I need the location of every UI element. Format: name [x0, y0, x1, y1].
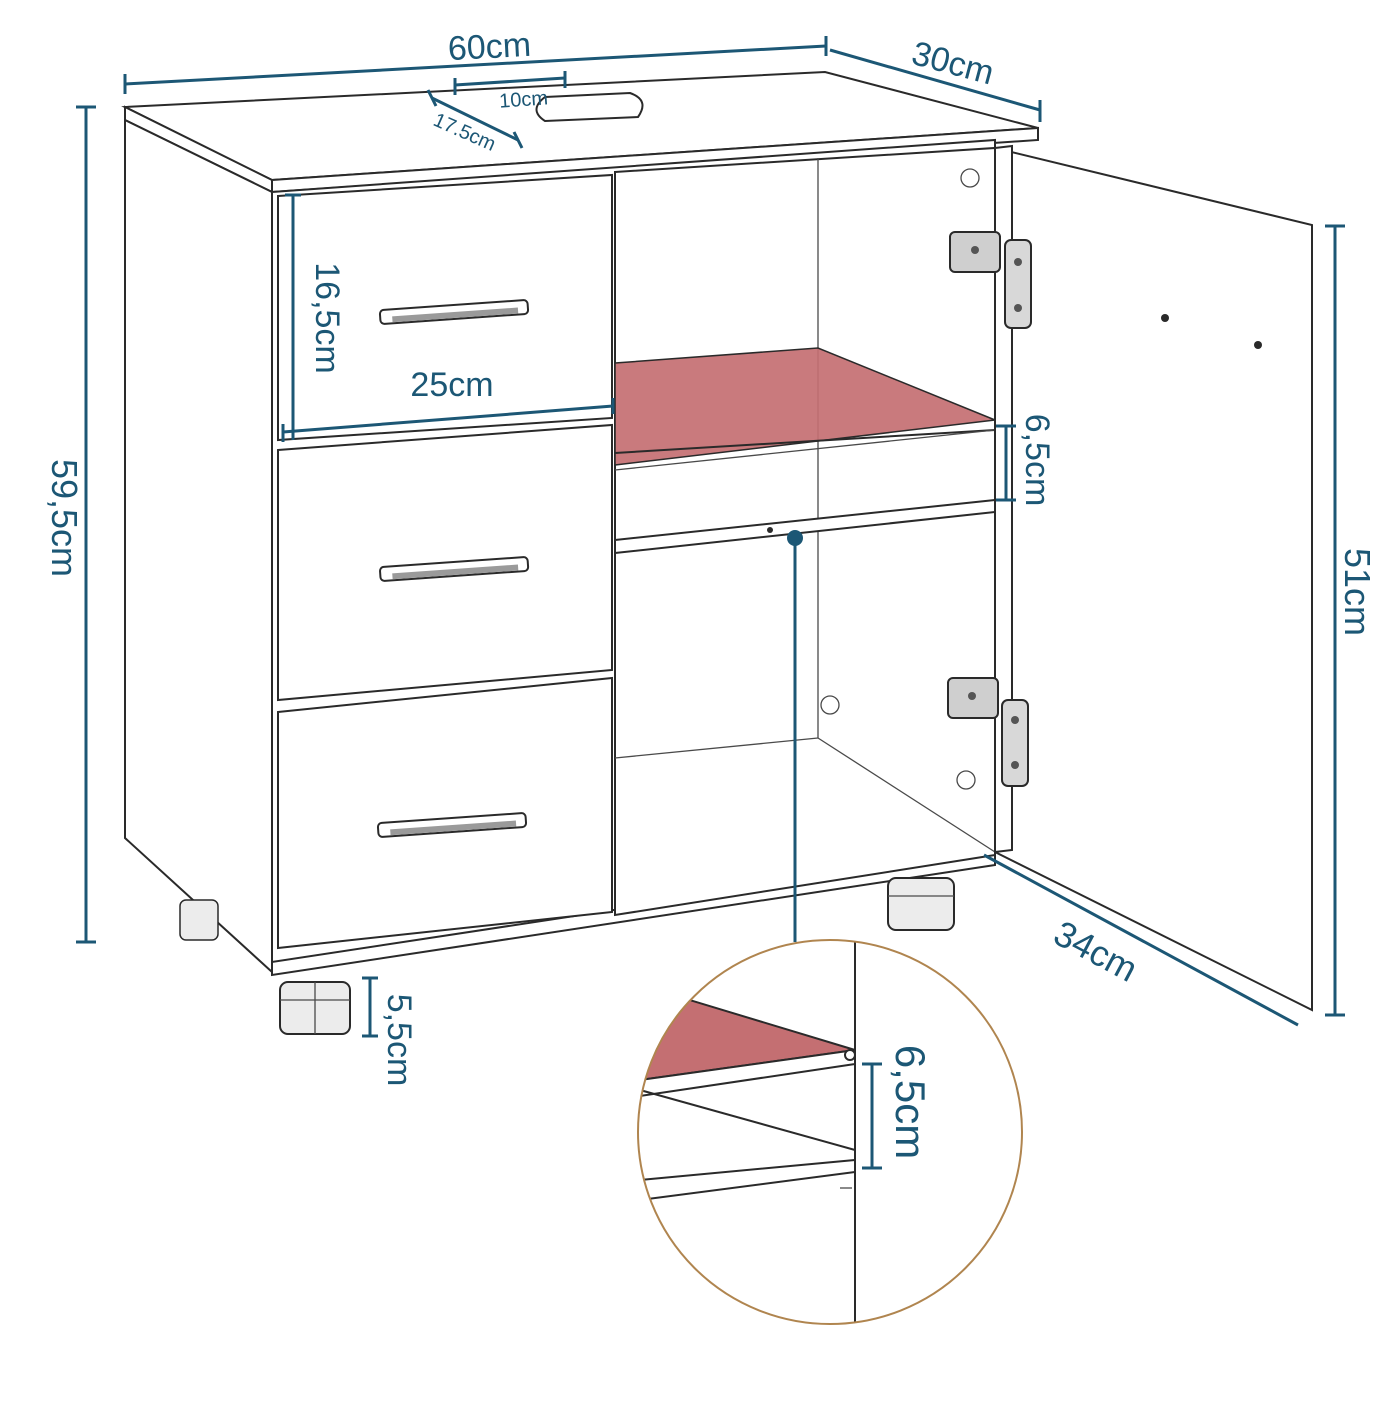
cabinet-left-side: [124, 118, 273, 975]
inset-shelf-side: [639, 1089, 856, 1151]
hinge-icon: [947, 677, 1029, 787]
door-screw-icon: [1161, 314, 1169, 322]
shelf-gap-label: 6,5cm: [1018, 414, 1056, 507]
compartment-floor-back: [614, 737, 819, 759]
pin-hole-icon: [960, 168, 980, 188]
sink-cutout: [535, 91, 644, 123]
shelf-lower-top: [614, 429, 996, 471]
door-width-line: [983, 853, 1299, 1027]
leg-height-label: 5,5cm: [380, 994, 418, 1087]
drawer-middle[interactable]: [277, 423, 613, 702]
shelf-upper-front: [614, 429, 996, 454]
pin-hole-icon: [956, 770, 976, 790]
height-label: 59,5cm: [44, 459, 85, 577]
drawer-width-line: [282, 404, 614, 434]
width-dimension-line: [124, 44, 827, 86]
detail-inset: 6,5cm: [637, 939, 1023, 1325]
drawer-width-label: 25cm: [410, 366, 493, 404]
leg-icon: [179, 899, 219, 941]
cabinet-top-front-edge: [271, 126, 1039, 194]
leg-icon: [279, 981, 351, 1035]
shelf-pin-icon: [767, 527, 773, 533]
door-width-label: 34cm: [1047, 912, 1144, 990]
door-screw-icon: [1254, 341, 1262, 349]
drawer-bottom[interactable]: [277, 676, 613, 950]
door-height-label: 51cm: [1337, 548, 1378, 636]
leg-icon: [887, 877, 955, 931]
drawer-height-label: 16,5cm: [308, 262, 346, 374]
depth-dimension-line: [829, 48, 1041, 112]
width-label: 60cm: [447, 26, 532, 68]
hinge-icon: [949, 231, 1032, 329]
pin-hole-icon: [820, 695, 840, 715]
cutout-depth-line: [431, 96, 519, 142]
cabinet: [121, 70, 1313, 1035]
cabinet-door[interactable]: [994, 144, 1313, 1012]
inset-gap-label: 6,5cm: [887, 1045, 934, 1159]
cutout-width-line: [454, 76, 566, 87]
dimension-lines: [76, 36, 1345, 1038]
drawer-top[interactable]: [277, 173, 613, 442]
cutout-width-label: 10cm: [498, 87, 548, 112]
compartment-floor-side: [817, 737, 996, 853]
inset-border: [637, 939, 1023, 1325]
inset-circle: [638, 940, 1022, 1324]
